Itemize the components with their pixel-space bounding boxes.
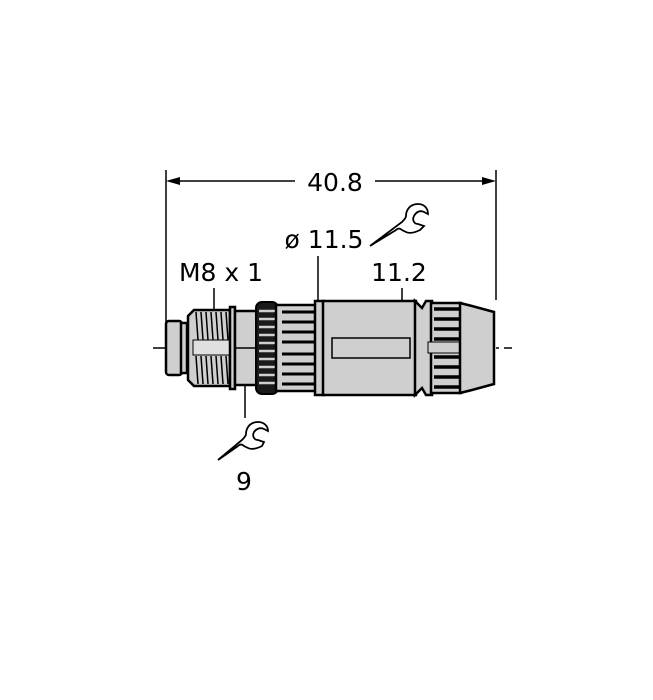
wrench-icon [369, 203, 429, 247]
wrench-small-label: 9 [236, 467, 252, 496]
overall-length-label: 40.8 [307, 168, 363, 197]
wrench-large-label: 11.2 [371, 258, 427, 287]
overall-length-dimension: 40.8 [165, 168, 497, 345]
connector-body [164, 297, 496, 399]
diameter-label: ø 11.5 [285, 225, 364, 254]
thread-label: M8 x 1 [179, 258, 263, 287]
wrench-icon [217, 421, 269, 461]
